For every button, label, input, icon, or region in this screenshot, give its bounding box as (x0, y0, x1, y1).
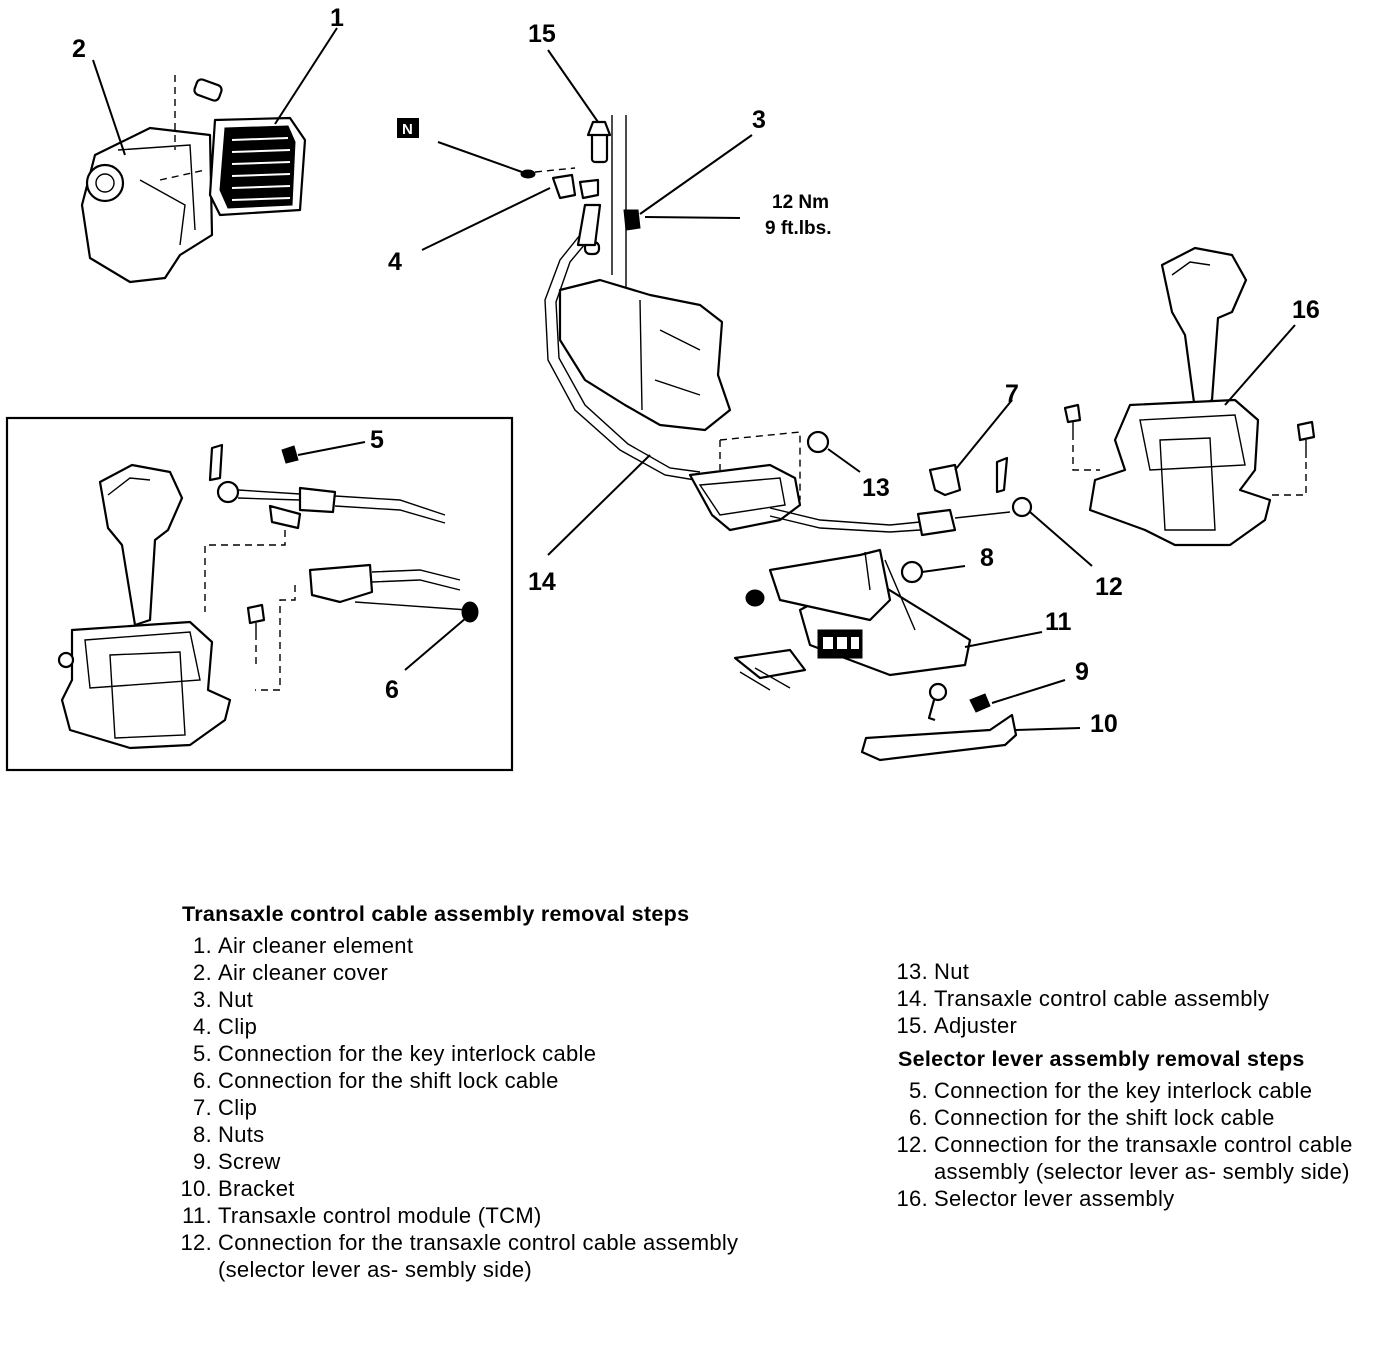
list-item: 12.Connection for the transaxle control … (168, 1229, 748, 1283)
list-item: 5.Connection for the key interlock cable (168, 1040, 748, 1067)
callout-5: 5 (370, 426, 384, 454)
step-number: 16. (896, 1186, 928, 1211)
step-number: 5. (193, 1041, 212, 1066)
callout-16: 16 (1292, 296, 1320, 324)
list-item: 6.Connection for the shift lock cable (884, 1104, 1384, 1131)
list-item: 4.Clip (168, 1013, 748, 1040)
step-text: Nut (218, 987, 254, 1012)
transaxle-removal-heading: Transaxle control cable assembly removal… (182, 902, 690, 926)
list-item: 2.Air cleaner cover (168, 959, 748, 986)
cable-bracket (688, 430, 830, 532)
step-number: 7. (193, 1095, 212, 1120)
step-text: Connection for the shift lock cable (218, 1068, 559, 1093)
callout-8: 8 (980, 544, 994, 572)
list-item: 11.Transaxle control module (TCM) (168, 1202, 748, 1229)
callout-14: 14 (528, 568, 556, 596)
callout-1: 1 (330, 4, 344, 32)
list-item: 1.Air cleaner element (168, 932, 748, 959)
list-item: 12.Connection for the transaxle control … (884, 1131, 1384, 1185)
exploded-diagram: 1 2 15 N 4 3 12 Nm 9 ft.lbs. 14 (5, 4, 1320, 772)
step-number: 6. (193, 1068, 212, 1093)
selector-lever-assembly (1063, 246, 1316, 547)
callout-12: 12 (1095, 573, 1123, 601)
transaxle-removal-steps: Transaxle control cable assembly removal… (168, 902, 748, 1283)
callout-11: 11 (1045, 608, 1072, 636)
callout-2: 2 (72, 35, 86, 63)
step-text: Clip (218, 1014, 258, 1039)
step-number: 8. (193, 1122, 212, 1147)
step-text: Transaxle control module (TCM) (218, 1203, 542, 1228)
step-text: Connection for the transaxle control cab… (934, 1132, 1353, 1184)
air-cleaner-assembly (80, 75, 307, 284)
list-item: 5.Connection for the key interlock cable (884, 1077, 1384, 1104)
step-number: 1. (193, 933, 212, 958)
n-marker-box (397, 118, 419, 138)
step-text: Connection for the key interlock cable (934, 1078, 1313, 1103)
list-item: 15.Adjuster (884, 1012, 1384, 1039)
step-text: Connection for the transaxle control cab… (218, 1230, 739, 1282)
step-number: 11. (182, 1203, 212, 1228)
callout-15: 15 (528, 20, 556, 48)
step-text: Transaxle control cable assembly (934, 986, 1270, 1011)
step-text: Bracket (218, 1176, 295, 1201)
list-item: 9.Screw (168, 1148, 748, 1175)
inset-frame (5, 416, 514, 772)
step-number: 12. (896, 1132, 928, 1157)
step-number: 4. (193, 1014, 212, 1039)
n-marker: N (402, 121, 413, 138)
list-item: 16.Selector lever assembly (884, 1185, 1384, 1212)
callout-4: 4 (388, 248, 402, 276)
step-text: Clip (218, 1095, 258, 1120)
list-item: 3.Nut (168, 986, 748, 1013)
callout-10: 10 (1090, 710, 1118, 738)
adjuster-assembly (520, 115, 641, 290)
step-text: Screw (218, 1149, 281, 1174)
step-number: 10. (180, 1176, 212, 1201)
step-text: Air cleaner element (218, 933, 414, 958)
step-number: 3. (193, 987, 212, 1012)
selector-removal-list: 5.Connection for the key interlock cable… (884, 1077, 1384, 1212)
list-item: 7.Clip (168, 1094, 748, 1121)
step-text: Adjuster (934, 1013, 1018, 1038)
air-cleaner-element (208, 116, 307, 217)
step-text: Nut (934, 959, 970, 984)
selector-cable-end (769, 456, 1033, 537)
list-item: 8.Nuts (168, 1121, 748, 1148)
step-text: Nuts (218, 1122, 265, 1147)
step-number: 14. (896, 986, 928, 1011)
list-item: 6.Connection for the shift lock cable (168, 1067, 748, 1094)
callout-9: 9 (1075, 658, 1089, 686)
step-text: Selector lever assembly (934, 1186, 1175, 1211)
step-number: 13. (896, 959, 928, 984)
callout-13: 13 (862, 474, 890, 502)
selector-removal-heading: Selector lever assembly removal steps (898, 1047, 1305, 1071)
inset-selector-detail (57, 443, 479, 750)
step-text: Connection for the key interlock cable (218, 1041, 597, 1066)
list-item: 10.Bracket (168, 1175, 748, 1202)
step-number: 15. (896, 1013, 928, 1038)
torque-metric: 12 Nm (772, 192, 829, 213)
step-number: 9. (193, 1149, 212, 1174)
torque-imperial: 9 ft.lbs. (765, 218, 832, 239)
step-text: Air cleaner cover (218, 960, 389, 985)
callout-3: 3 (752, 106, 766, 134)
step-number: 5. (909, 1078, 928, 1103)
transaxle-control-cable (544, 203, 701, 481)
step-number: 2. (193, 960, 212, 985)
list-item: 14.Transaxle control cable assembly (884, 985, 1384, 1012)
step-number: 6. (909, 1105, 928, 1130)
step-text: Connection for the shift lock cable (934, 1105, 1275, 1130)
transaxle-housing (558, 278, 732, 432)
callout-6: 6 (385, 676, 399, 704)
tcm-assembly (733, 548, 1018, 762)
callout-7: 7 (1005, 380, 1019, 408)
step-number: 12. (180, 1230, 212, 1255)
list-item: 13.Nut (884, 958, 1384, 985)
